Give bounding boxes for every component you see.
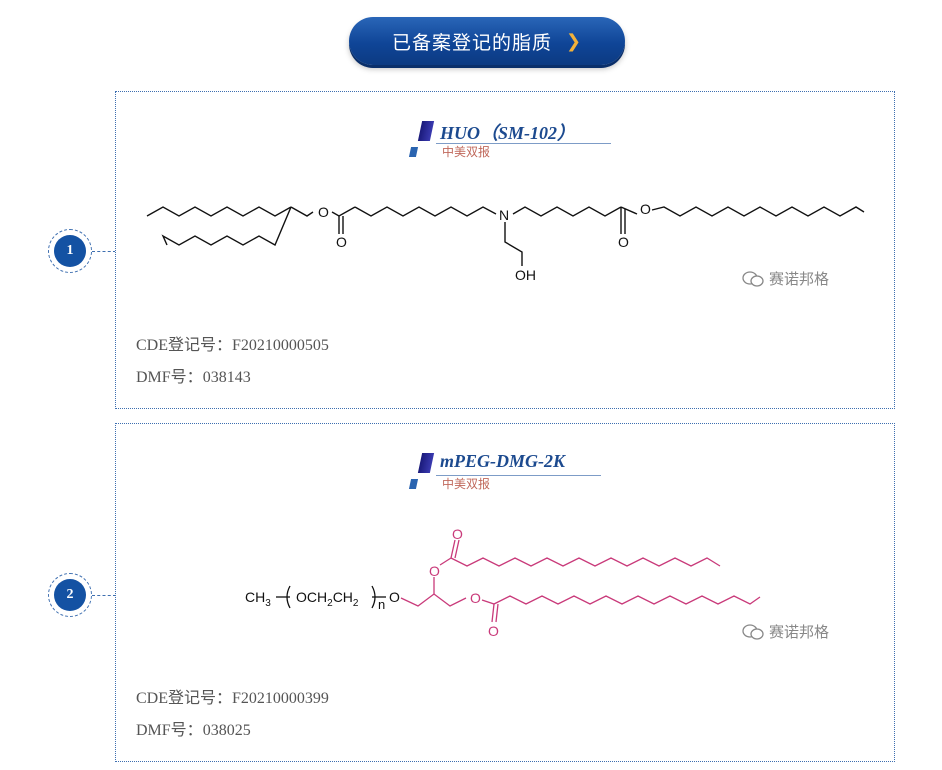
watermark: 赛诺邦格 xyxy=(742,268,829,289)
atom-o: O xyxy=(336,234,347,250)
watermark-text: 赛诺邦格 xyxy=(769,270,830,288)
atom-o: O xyxy=(488,623,499,639)
atom-n: N xyxy=(499,207,509,223)
title-underline xyxy=(436,143,611,144)
item-number-badge: 1 xyxy=(48,229,92,273)
lipid-subtitle: 中美双报 xyxy=(442,477,491,491)
och2-subscript: 2 xyxy=(327,598,333,609)
connector-line xyxy=(92,251,116,252)
lipid-name: HUO（SM-102） xyxy=(440,123,576,143)
item-number-badge: 2 xyxy=(48,573,92,617)
registered-lipids-button[interactable]: 已备案登记的脂质 ❯ xyxy=(349,17,625,65)
atom-o: O xyxy=(389,589,400,605)
cde-number: F20210000505 xyxy=(232,337,329,354)
cde-label: CDE登记号： xyxy=(136,690,233,707)
ch3-subscript: 3 xyxy=(265,598,271,609)
atom-o: O xyxy=(618,234,629,250)
connector-line xyxy=(92,595,116,596)
badge-number: 1 xyxy=(54,235,86,267)
ch2-subscript: 2 xyxy=(353,598,359,609)
dmf-registration: DMF号：038025 xyxy=(136,716,251,740)
svg-text:OCH2CH2: OCH2CH2 xyxy=(296,589,359,609)
dmf-number: 038025 xyxy=(202,722,251,739)
wechat-icon xyxy=(742,270,764,287)
cde-registration: CDE登记号：F20210000505 xyxy=(136,331,329,355)
dmf-registration: DMF号：038143 xyxy=(136,363,251,387)
ch3-text: CH xyxy=(245,589,265,605)
repeat-n: n xyxy=(378,597,385,612)
chevron-right-icon: ❯ xyxy=(565,30,583,52)
atom-o: O xyxy=(640,201,651,217)
atom-o: O xyxy=(318,204,329,220)
lipid-card-mpeg-dmg xyxy=(115,423,895,762)
cde-registration: CDE登记号：F20210000399 xyxy=(136,684,329,708)
och2-text: OCH xyxy=(296,589,327,605)
dmf-label: DMF号： xyxy=(136,722,203,739)
lipid-title-block: HUO（SM-102） 中美双报 xyxy=(408,119,620,161)
cde-number: F20210000399 xyxy=(232,690,329,707)
atom-o: O xyxy=(470,590,481,606)
lipid-name: mPEG-DMG-2K xyxy=(440,451,565,471)
title-underline xyxy=(436,475,601,476)
lipid-subtitle: 中美双报 xyxy=(442,145,491,159)
svg-text:CH3: CH3 xyxy=(245,589,271,609)
ch2-text: CH xyxy=(333,589,353,605)
dmf-label: DMF号： xyxy=(136,369,203,386)
wechat-icon xyxy=(742,623,764,640)
cde-label: CDE登记号： xyxy=(136,337,233,354)
header-title: 已备案登记的脂质 xyxy=(391,31,552,54)
watermark: 赛诺邦格 xyxy=(742,621,829,642)
dmf-number: 038143 xyxy=(202,369,251,386)
lipid-title-block: mPEG-DMG-2K 中美双报 xyxy=(408,451,620,493)
lipid-card-sm102 xyxy=(115,91,895,409)
atom-oh: OH xyxy=(515,267,536,283)
watermark-text: 赛诺邦格 xyxy=(769,623,830,641)
atom-o: O xyxy=(452,526,463,542)
badge-number: 2 xyxy=(54,579,86,611)
atom-o: O xyxy=(429,563,440,579)
